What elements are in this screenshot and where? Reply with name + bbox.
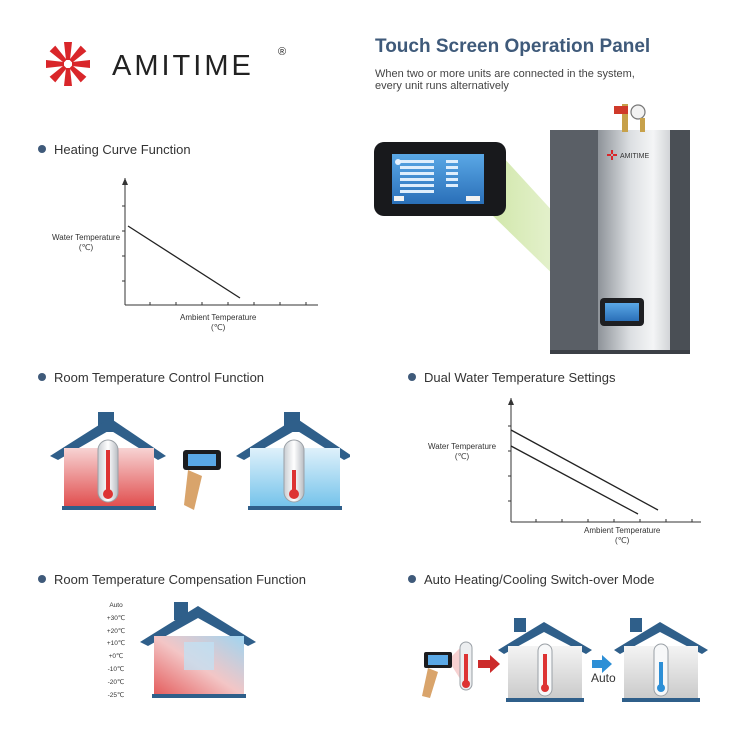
water-temp-curve-low (510, 445, 639, 515)
registered-mark: ® (278, 46, 287, 58)
dual-y-axis-label: Water Temperature (℃) (428, 442, 497, 461)
panel-title: Touch Screen Operation Panel (375, 36, 651, 57)
panel-subtitle-line2: every unit runs alternatively (375, 80, 509, 92)
heating-x-axis-label: Ambient Temperature (℃) (180, 313, 257, 332)
heating-curve-chart (122, 178, 318, 306)
auto-switch-illustration (422, 618, 708, 702)
dual-water-temp-chart (508, 398, 701, 523)
touch-panel-and-unit: AMITIME (374, 104, 690, 354)
bullet-icon (408, 575, 416, 583)
pressure-gauge-icon (630, 104, 646, 120)
bullet-icon (408, 373, 416, 381)
unit-side-left (550, 130, 600, 352)
auto-label: Auto (591, 671, 616, 685)
sunburst-logo-icon (46, 42, 90, 86)
heating-house-icon (498, 618, 592, 702)
brand-logo (46, 42, 90, 86)
unit-logo-icon (607, 150, 617, 160)
heating-curve-line (127, 225, 241, 299)
compensation-house-icon (140, 602, 256, 698)
screen-menu-list (400, 160, 458, 193)
red-arrow-icon (478, 655, 500, 673)
svg-text:AMITIME: AMITIME (620, 153, 649, 160)
panel-subtitle-line1: When two or more units are connected in … (375, 68, 635, 80)
warm-house-icon (50, 412, 166, 510)
heating-y-axis-label: Water Temperature (℃) (52, 233, 121, 252)
temperature-scale: Auto +30℃ +20℃ +10℃ +0℃ -10℃ -20℃ -25℃ (106, 602, 126, 699)
dual-x-axis-label: Ambient Temperature (℃) (584, 526, 661, 545)
room-temp-compensation-title: Room Temperature Compensation Function (38, 572, 306, 587)
brand-name: AMITIME (112, 50, 254, 82)
bullet-icon (38, 145, 46, 153)
blue-arrow-icon (592, 655, 612, 673)
dual-water-temp-title: Dual Water Temperature Settings (408, 370, 615, 385)
panel-subtitle: When two or more units are connected in … (375, 68, 665, 92)
bullet-icon (38, 373, 46, 381)
cool-house-icon (236, 412, 350, 510)
heating-curve-title: Heating Curve Function (38, 142, 191, 157)
room-temp-control-title: Room Temperature Control Function (38, 370, 264, 385)
cooling-house-icon (614, 618, 708, 702)
bullet-icon (38, 575, 46, 583)
unit-side-right (670, 130, 690, 352)
room-temp-control-illustration (50, 412, 350, 510)
auto-switch-title: Auto Heating/Cooling Switch-over Mode (408, 572, 655, 587)
water-temp-curve-high (510, 429, 659, 511)
